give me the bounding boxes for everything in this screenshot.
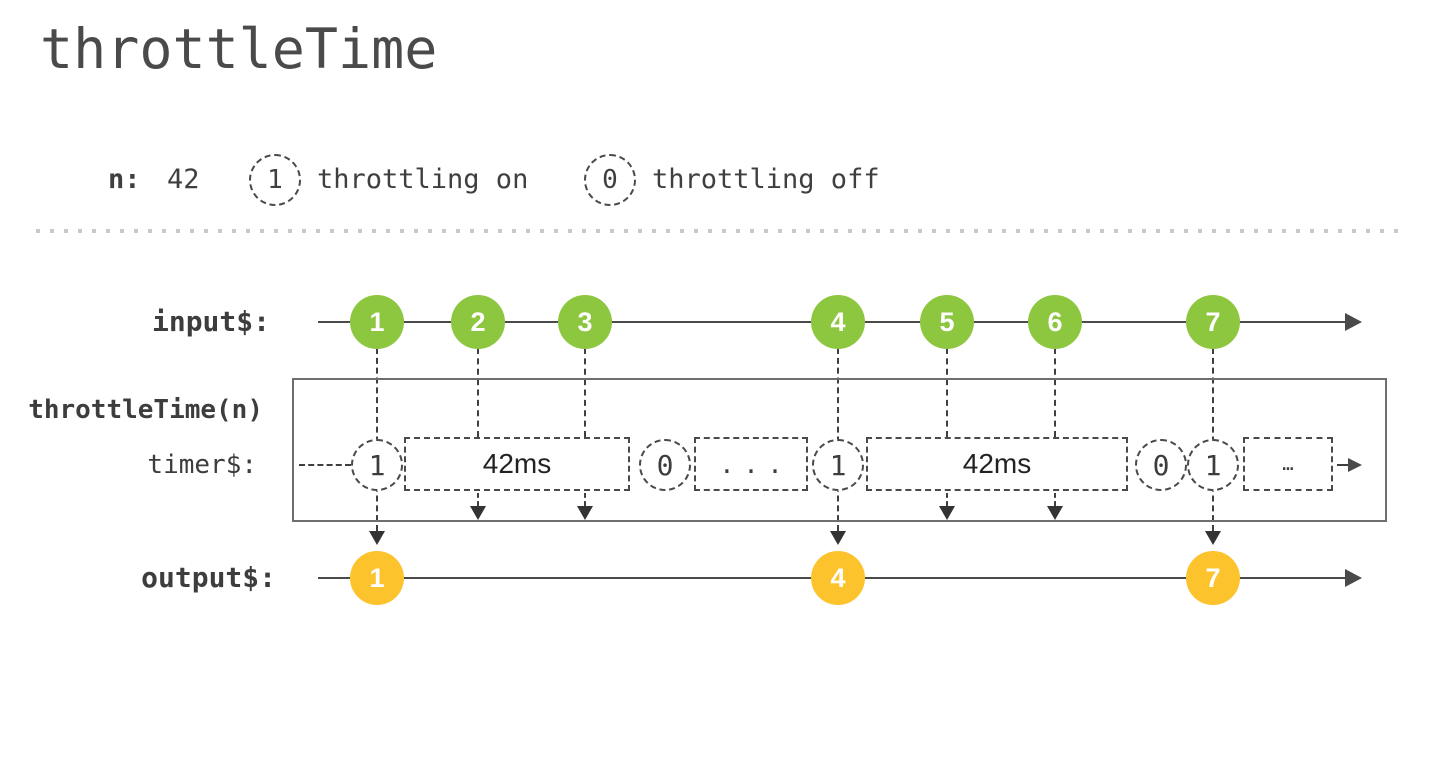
connector-arrow-icon (830, 531, 846, 545)
input-marble: 6 (1028, 295, 1082, 349)
page-title: throttleTime (40, 17, 438, 81)
output-stream-label: output$: (141, 561, 276, 594)
output-marble: 7 (1186, 551, 1240, 605)
legend-on-marker-icon: 1 (249, 154, 301, 206)
timer-window-box: 42ms (404, 437, 630, 491)
timer-marble: 0 (1135, 439, 1187, 491)
timer-marble: 1 (351, 439, 403, 491)
timer-marble: 1 (1187, 439, 1239, 491)
separator (36, 229, 1398, 233)
input-marble: 4 (811, 295, 865, 349)
connector-arrow-icon (470, 506, 486, 520)
timer-lead-dash (299, 464, 351, 466)
connector-arrow-icon (1205, 531, 1221, 545)
connector-line (477, 493, 479, 506)
connector-line (477, 348, 479, 437)
input-marble: 2 (451, 295, 505, 349)
connector-line (584, 493, 586, 506)
connector-line (584, 348, 586, 437)
legend-n-label: n: (108, 164, 141, 195)
output-arrow-icon (1345, 569, 1362, 587)
input-arrow-icon (1345, 313, 1362, 331)
timer-marble: 1 (812, 439, 864, 491)
connector-arrow-icon (939, 506, 955, 520)
legend-on-label: throttling on (317, 164, 529, 195)
connector-line (946, 493, 948, 506)
operator-box (292, 378, 1387, 522)
timer-stream-label: timer$: (147, 450, 257, 480)
input-marble: 1 (350, 295, 404, 349)
legend-n-value: 42 (167, 164, 200, 195)
timer-marble: 0 (639, 439, 691, 491)
connector-arrow-icon (369, 531, 385, 545)
connector-line (1054, 348, 1056, 437)
output-marble: 4 (811, 551, 865, 605)
timer-window-box: ... (694, 437, 808, 491)
connector-arrow-icon (1047, 506, 1063, 520)
legend-off-marker-icon: 0 (584, 154, 636, 206)
timer-tail-dash (1337, 464, 1348, 466)
input-marble: 7 (1186, 295, 1240, 349)
connector-arrow-icon (577, 506, 593, 520)
input-marble: 5 (920, 295, 974, 349)
input-stream-label: input$: (151, 305, 270, 338)
timer-window-box: 42ms (866, 437, 1128, 491)
timer-arrow-icon (1348, 458, 1362, 472)
operator-label: throttleTime(n) (28, 395, 263, 425)
output-marble: 1 (350, 551, 404, 605)
input-marble: 3 (558, 295, 612, 349)
connector-line (1054, 493, 1056, 506)
connector-line (946, 348, 948, 437)
timer-window-box: … (1243, 437, 1333, 491)
legend-off-label: throttling off (652, 164, 880, 195)
